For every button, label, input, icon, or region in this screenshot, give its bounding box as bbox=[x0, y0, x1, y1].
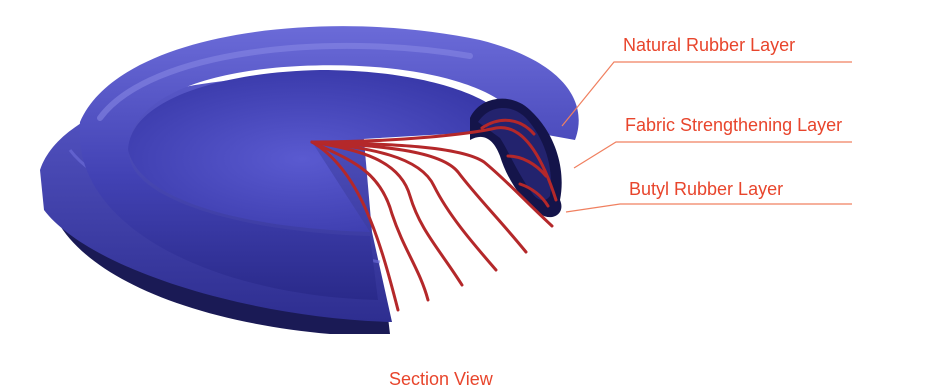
label-butyl-rubber-layer: Butyl Rubber Layer bbox=[629, 180, 783, 198]
leader-fabric bbox=[574, 142, 852, 168]
diagram-caption: Section View bbox=[389, 370, 493, 388]
label-fabric-strengthening-layer: Fabric Strengthening Layer bbox=[625, 116, 842, 134]
label-natural-rubber-layer: Natural Rubber Layer bbox=[623, 36, 795, 54]
leader-butyl bbox=[566, 204, 852, 212]
